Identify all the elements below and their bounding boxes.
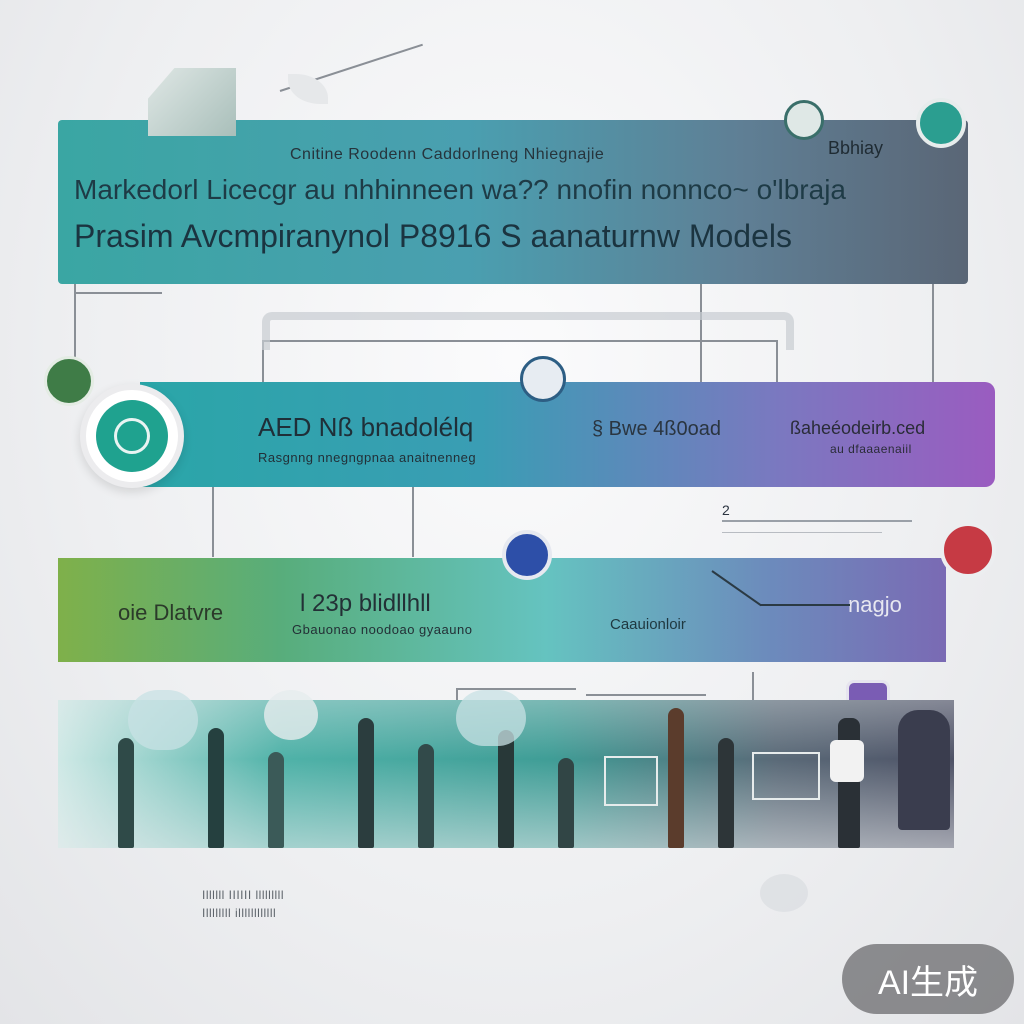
section-2-mid: § Bwe 4ß0oad (592, 418, 721, 440)
connector-line (262, 340, 264, 382)
device-panel (604, 756, 658, 806)
step-underline (722, 532, 882, 533)
section-2-right-title: ßaheéodeirb.ced (790, 418, 926, 438)
person-figure (838, 718, 860, 848)
section-banner-2: AED Nß bnadolélq Rasgnng nnegngpnaa anai… (140, 382, 995, 487)
person-figure (718, 738, 734, 848)
banner-subtitle: Cnitine Roodenn Caddorlneng Nhiegnajie (290, 146, 605, 163)
section-2-right-caption: au dfaaaenaiil (830, 442, 912, 456)
thought-bubble (456, 690, 526, 746)
step-number: 2 (722, 502, 730, 518)
connector-line (456, 688, 576, 690)
connector-line (932, 284, 934, 382)
banner-line-2: Prasim Avcmpiranynol P8916 S aanaturnw M… (74, 218, 792, 254)
section-banner-3: oie Dlatvre l 23p blidllhll Gbauonao noo… (58, 558, 946, 662)
connector-line (212, 487, 214, 557)
person-figure (118, 738, 134, 848)
leaf-pin-icon (784, 100, 824, 140)
section-3-connector (760, 604, 850, 606)
connector-line (586, 694, 706, 696)
person-figure (558, 758, 574, 848)
connector-line (74, 292, 162, 294)
feather-icon (288, 74, 328, 104)
person-figure (668, 708, 684, 848)
section-2-caption: Rasgnng nnegngpnaa anaitnenneg (258, 450, 477, 465)
device-panel (752, 752, 820, 800)
thought-bubble (760, 874, 808, 912)
connector-line (412, 487, 414, 557)
step-underline (722, 520, 912, 522)
pencil-note-icon (148, 68, 236, 136)
section-3-title: l 23p blidllhll (300, 590, 431, 617)
thought-bubble (128, 690, 198, 750)
connector-line (776, 340, 778, 382)
plane-pin-icon (520, 356, 566, 402)
connector-line (262, 340, 778, 342)
bracket-frame (262, 312, 794, 350)
person-shirt (830, 740, 864, 782)
section-3-label: oie Dlatvre (118, 600, 224, 625)
connector-line (700, 284, 702, 382)
footer-caption: Illllll IIIIII lllllllll (202, 888, 284, 902)
banner-line-1: Markedorl Licecgr au nhhinneen wa?? nnof… (74, 174, 846, 205)
section-3-caption: Gbauonao noodoao gyaauno (292, 622, 473, 637)
banner-tag: Bbhiay (828, 138, 884, 158)
person-figure (498, 730, 514, 848)
footer-caption: Illllllll illllllllllll (202, 906, 277, 920)
section-3-right-label: nagjo (848, 592, 902, 617)
connector-line (752, 672, 754, 718)
chart-pin-icon (916, 98, 966, 148)
ai-generated-badge: AI生成 (842, 944, 1014, 1014)
section-3-connector (711, 570, 762, 607)
person-figure (268, 752, 284, 848)
person-figure (418, 744, 434, 848)
thought-bubble (264, 690, 318, 740)
leaf-badge-icon (44, 356, 94, 406)
person-figure (208, 728, 224, 848)
pen-circle-icon (502, 530, 552, 580)
connector-line (74, 284, 76, 380)
person-figure (358, 718, 374, 848)
shadow-figure (898, 710, 950, 830)
chat-bubble-icon (940, 522, 996, 578)
section-2-title: AED Nß bnadolélq (258, 412, 474, 442)
section-3-mid-label: Caauionloir (610, 616, 686, 633)
header-banner: Cnitine Roodenn Caddorlneng Nhiegnajie B… (58, 120, 968, 284)
search-glyph-icon (114, 418, 150, 454)
